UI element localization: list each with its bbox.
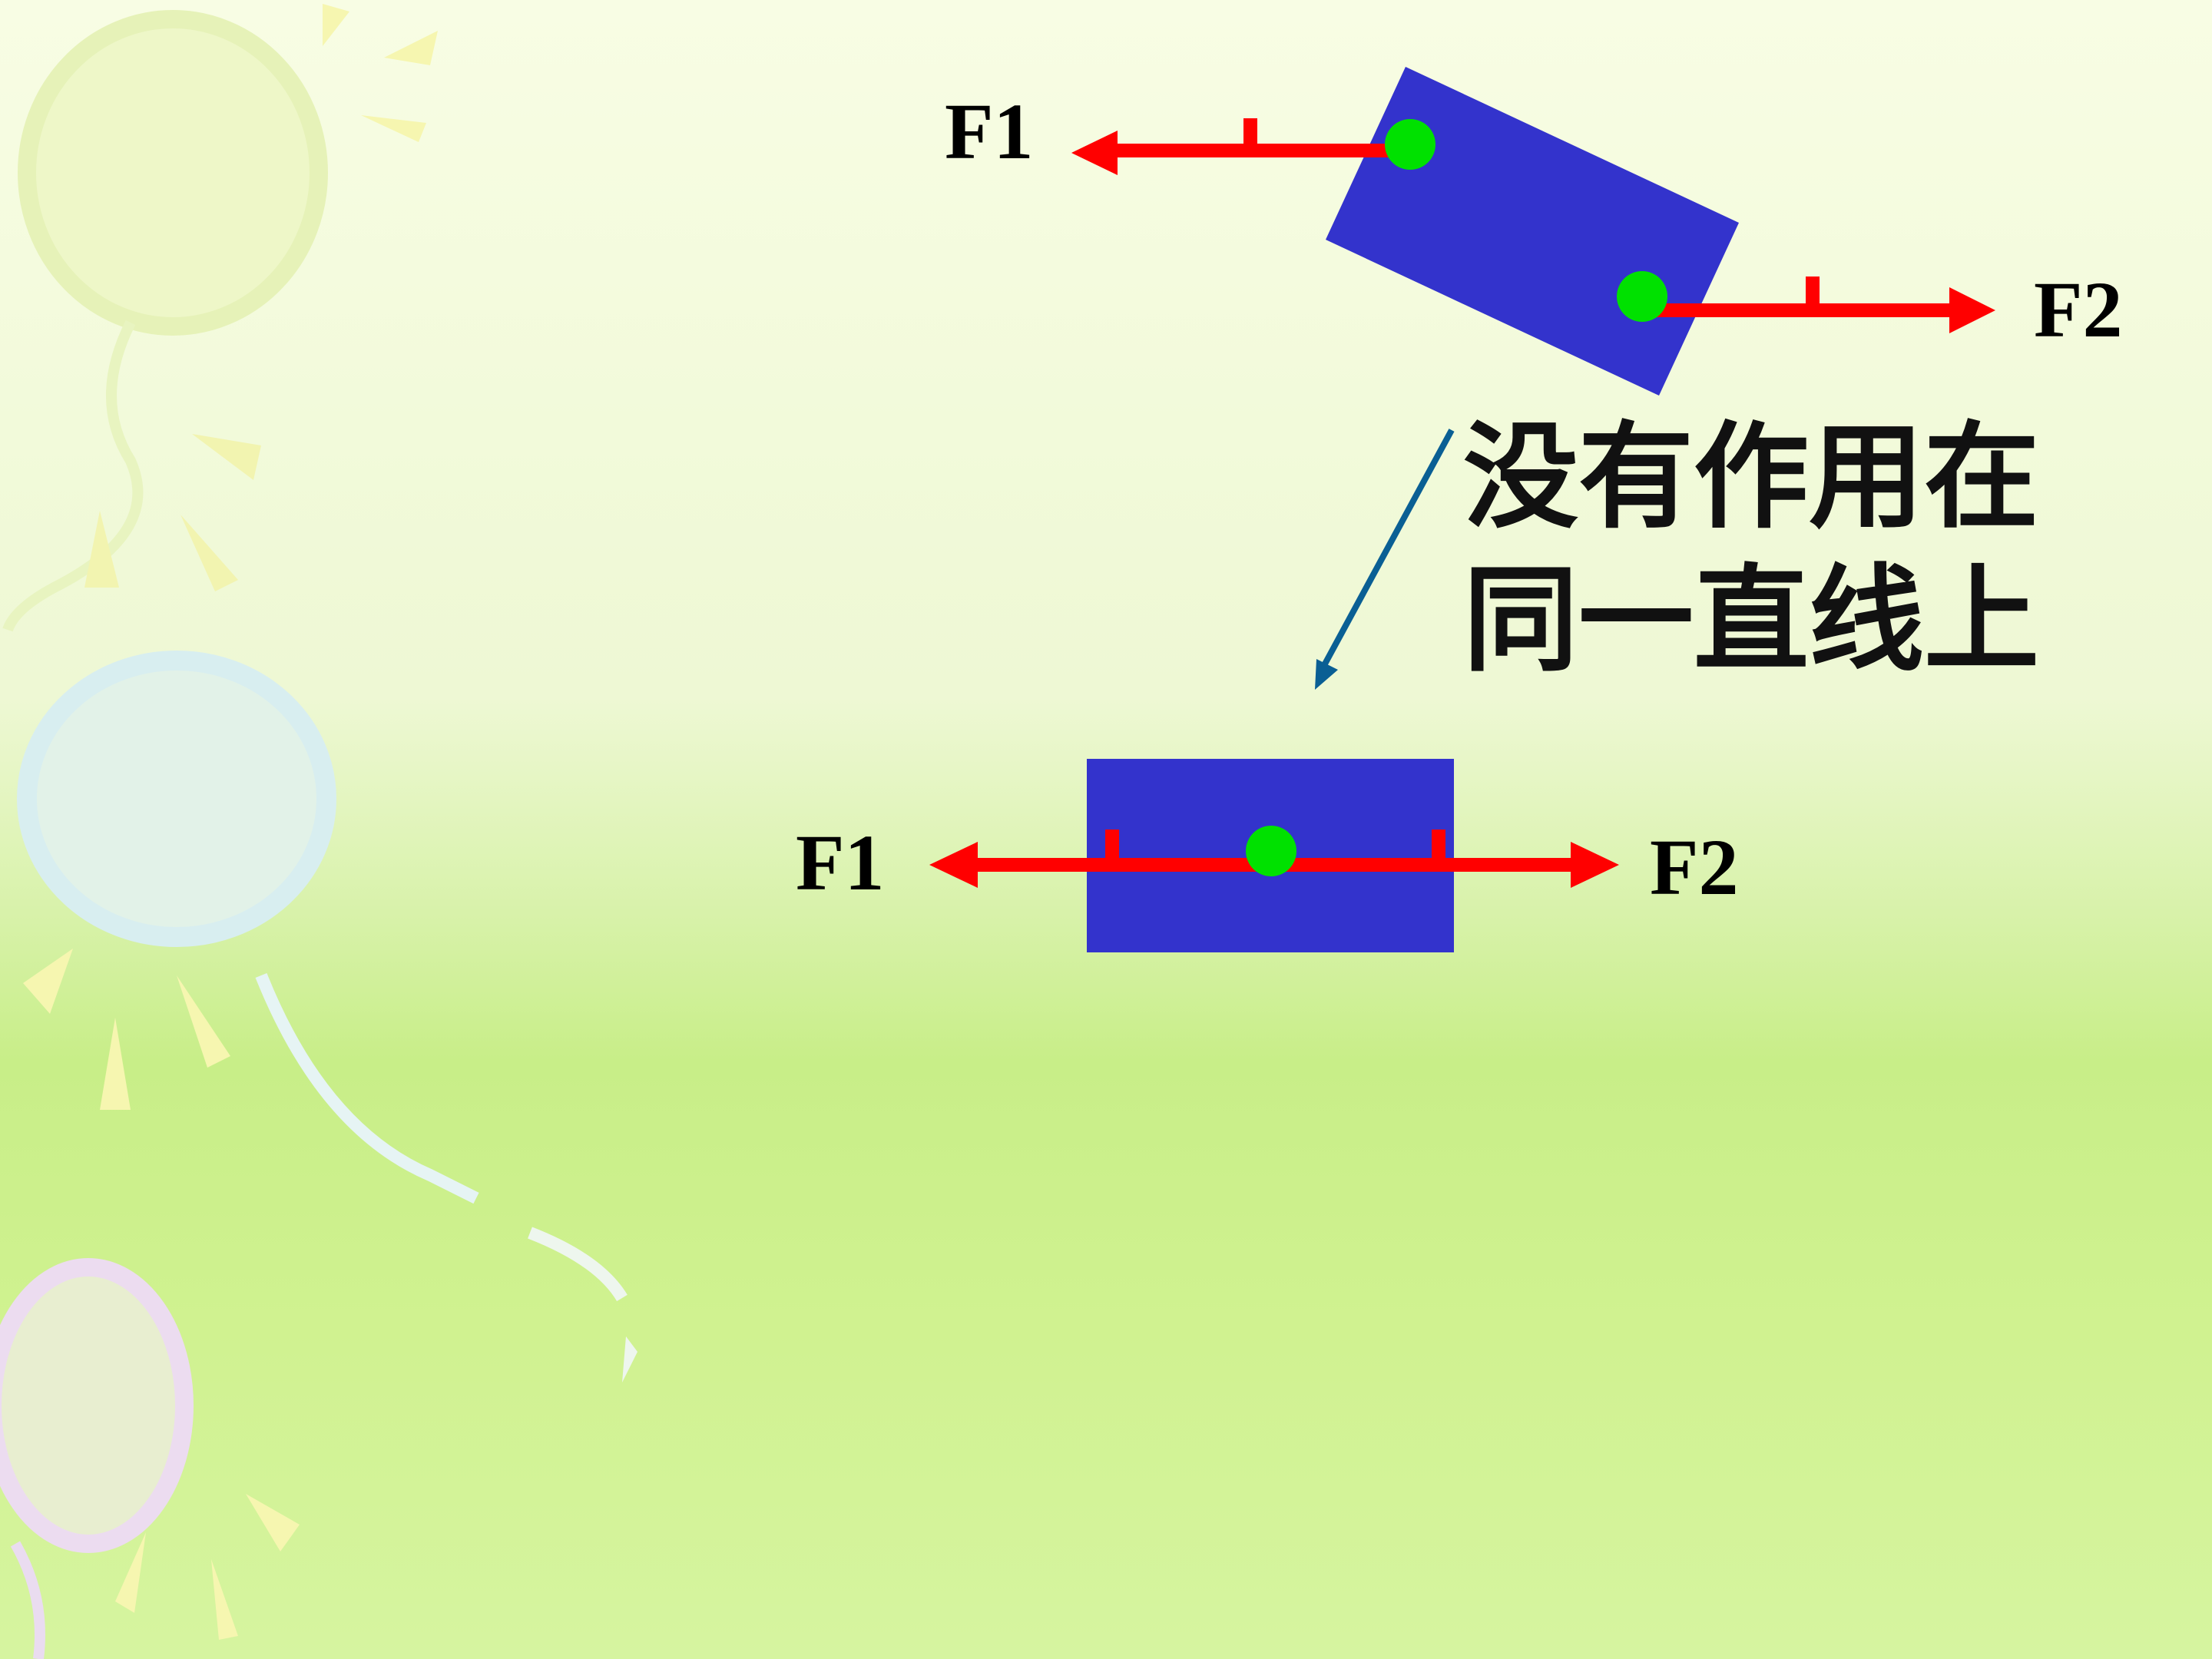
tilted-block (1326, 67, 1739, 396)
force-f1-arrow-top (1071, 118, 1409, 175)
arrowhead-icon (929, 842, 978, 888)
sparkle-icon (323, 4, 349, 46)
caption-text: 没有作用在 同一直线上 (1463, 406, 2039, 691)
caption-line-2: 同一直线上 (1463, 552, 2040, 687)
arrowhead-icon (1071, 131, 1118, 175)
label-f2-bottom: F2 (1650, 823, 1739, 912)
sparkle-icon (622, 1336, 637, 1382)
application-point-center (1246, 826, 1296, 876)
balloon-yellow-icon (18, 10, 328, 336)
balloon-decoration (0, 4, 637, 1659)
caption-pointer-arrow (1315, 429, 1455, 690)
balloon-pink-icon (0, 1258, 194, 1553)
label-f2-top: F2 (2034, 266, 2123, 354)
sparkle-icon (211, 1559, 238, 1640)
sparkle-icon (84, 511, 119, 588)
caption-line-1: 没有作用在 (1463, 409, 2040, 545)
force-f1-arrow-bottom (929, 830, 1271, 888)
balloon-yellow-string (2, 320, 144, 632)
sparkle-icon (177, 975, 230, 1068)
arrowhead-icon (1949, 287, 1995, 333)
bottom-diagram (929, 759, 1619, 952)
sparkle-icon (384, 31, 438, 65)
balloon-pink-string (10, 1541, 45, 1659)
balloon-blue-string (528, 1227, 628, 1302)
arrowhead-icon (1315, 659, 1338, 690)
sparkle-icon (361, 115, 426, 142)
sparkle-icon (100, 1018, 131, 1110)
sparkle-icon (192, 434, 261, 480)
balloon-blue-string (255, 973, 479, 1204)
sparkle-icon (115, 1532, 146, 1613)
application-point-f2 (1617, 271, 1667, 322)
force-f2-arrow-top (1644, 276, 1995, 333)
balloon-blue-icon (17, 651, 336, 947)
force-f2-arrow-bottom (1271, 830, 1619, 888)
label-f1-bottom: F1 (796, 819, 885, 907)
sparkle-icon (246, 1494, 300, 1551)
sparkle-icon (23, 949, 73, 1014)
top-diagram (1071, 67, 1995, 396)
application-point-f1 (1385, 119, 1435, 170)
label-f1-top: F1 (945, 88, 1034, 176)
arrowhead-icon (1571, 842, 1619, 888)
sparkle-icon (180, 515, 238, 591)
